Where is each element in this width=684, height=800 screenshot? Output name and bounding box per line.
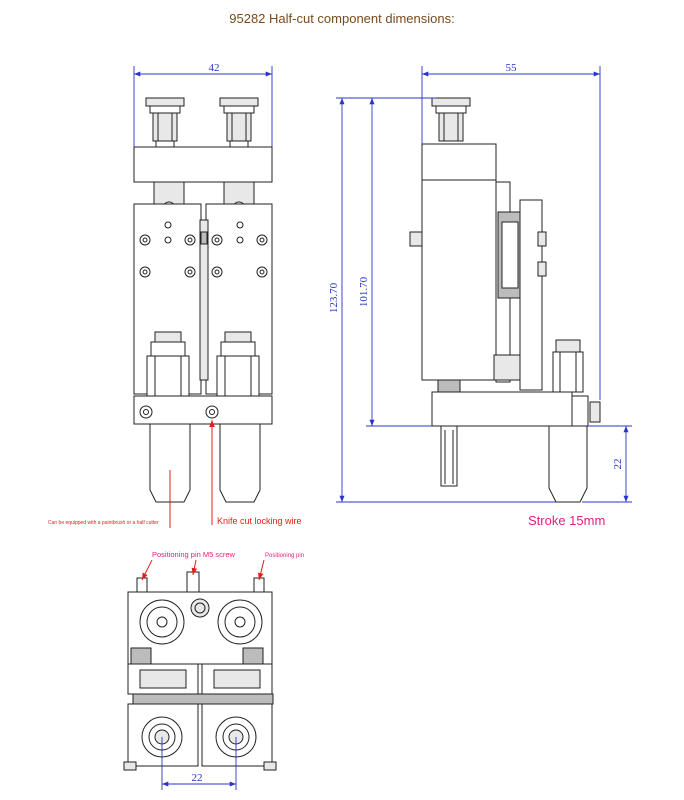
dim-front-width: 42 bbox=[209, 62, 220, 74]
cylinder-block bbox=[133, 146, 273, 183]
dim-total-height: 123.70 bbox=[328, 282, 340, 313]
right-air-fitting bbox=[219, 97, 259, 148]
page-title: 95282 Half-cut component dimensions: bbox=[229, 11, 455, 26]
left-tip bbox=[149, 423, 191, 503]
right-lower-fitting bbox=[216, 331, 260, 397]
dim-body-height: 101.70 bbox=[358, 276, 370, 307]
side-lower-fitting bbox=[552, 339, 584, 393]
plate-screws bbox=[139, 221, 268, 278]
note-knife-wire: Knife cut locking wire bbox=[217, 516, 302, 526]
dim-bottom-spacing: 22 bbox=[192, 772, 203, 784]
clamp-bar bbox=[133, 395, 273, 425]
note-stroke: Stroke 15mm bbox=[528, 513, 605, 528]
left-connector bbox=[153, 181, 185, 205]
left-air-fitting bbox=[145, 97, 185, 148]
dim-tip-length: 22 bbox=[612, 459, 624, 470]
note-pin: Positioning pin bbox=[265, 553, 304, 559]
right-connector bbox=[223, 181, 255, 205]
dim-side-width: 55 bbox=[506, 62, 518, 74]
side-cylinder bbox=[421, 143, 497, 181]
note-equip: Can be equipped with a paintbrush or a h… bbox=[48, 520, 159, 526]
bottom-view: 22 Positioning pin M5 screw Positioning … bbox=[123, 550, 304, 790]
side-clamp-bar bbox=[431, 391, 573, 427]
side-tip bbox=[548, 425, 588, 503]
right-tip bbox=[219, 423, 261, 503]
side-view: 55 123.70 101.70 22 Stroke 15mm bbox=[328, 62, 632, 528]
side-rail bbox=[519, 199, 543, 391]
left-lower-fitting bbox=[146, 331, 190, 397]
front-view: 42 Can be equipped with a paintbrush or … bbox=[48, 62, 302, 528]
side-body bbox=[421, 179, 497, 381]
side-air-fitting bbox=[431, 97, 471, 142]
note-pin-screw: Positioning pin M5 screw bbox=[152, 550, 236, 559]
